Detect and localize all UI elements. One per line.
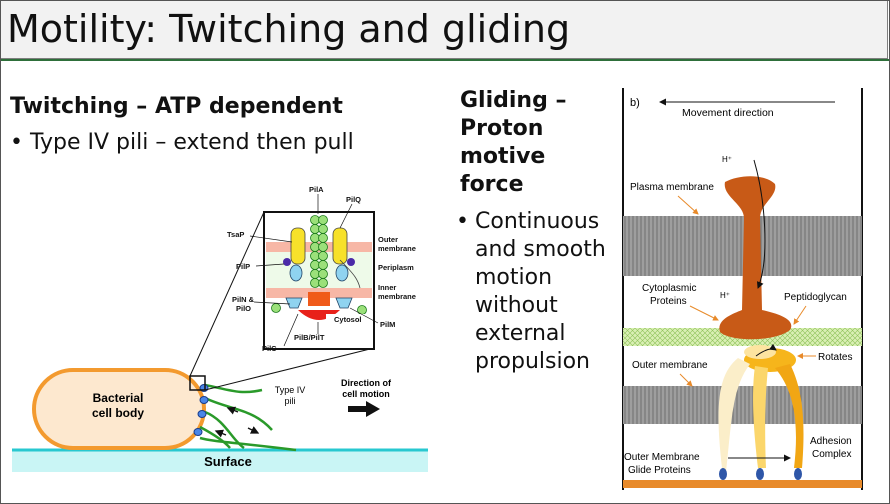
label-outer-membrane: membrane [378,244,416,253]
movement-label: Movement direction [682,107,774,119]
glide-label-1: Outer Membrane [624,452,700,463]
motor-protein [719,176,792,340]
label-inner: Inner [378,283,396,292]
label-pilm: PilM [380,320,395,329]
pili-label-2: pili [284,396,295,406]
twitching-heading: Twitching – ATP dependent [10,94,343,119]
cell-label-1: Bacterial [93,391,144,405]
cell-label-2: cell body [92,406,144,420]
adhesion-label-2: Complex [812,449,851,460]
direction-label-1: Direction of [341,378,392,388]
cyto-label-2: Proteins [650,296,687,307]
rotates-label: Rotates [818,352,852,363]
label-pilo: PilO [236,304,251,313]
surface-label: Surface [204,454,252,469]
adhesion-label-1: Adhesion [810,436,852,447]
label-tsap: TsaP [227,230,244,239]
label-cytosol: Cytosol [334,315,362,324]
label-outer: Outer [378,235,398,244]
label-piln: PilN & [232,295,255,304]
glide-label-2: Glide Proteins [628,465,691,476]
proton-label-top: H⁺ [722,155,732,164]
pili-label-1: Type IV [275,385,306,395]
label-pilbt: PilB/PilT [294,333,325,342]
pilus-bases [193,384,209,436]
pili-arrows [214,406,260,438]
label-pilq: PilQ [346,195,361,204]
plasma-membrane-band [623,216,862,276]
title-bar: Motility: Twitching and gliding [0,0,888,59]
peptidoglycan-label: Peptidoglycan [784,292,847,303]
bullet-marker: • [456,209,469,234]
bacterial-cell [32,368,206,450]
adhesion-foot-2 [756,468,764,480]
gliding-heading: Gliding – Proton motive force [460,88,567,197]
gliding-diagram: b) Movement direction H⁺ H⁺ Plasma membr… [622,88,863,490]
surface-bar [12,450,428,472]
panel-label: b) [630,97,640,109]
pili [199,383,297,452]
direction-label-2: cell motion [342,389,390,399]
cyto-label-1: Cytoplasmic [642,283,696,294]
zoom-region [189,375,206,391]
twitching-bullet: • Type IV pili – extend then pull [10,130,354,155]
substrate-band [623,480,862,488]
title-divider [0,59,890,61]
outer-membrane-band [623,386,862,424]
label-inner-membrane: membrane [378,292,416,301]
plasma-membrane-label: Plasma membrane [630,182,714,193]
adhesion-foot-1 [719,468,727,480]
outer-membrane-label: Outer membrane [632,360,708,371]
label-pila: PilA [309,185,324,194]
slide-title: Motility: Twitching and gliding [7,7,571,51]
label-pilc: PilC [262,344,277,353]
direction-arrow [348,401,380,417]
pilus-machinery-inset [263,211,375,350]
label-periplasm: Periplasm [378,263,414,272]
proton-label-bottom: H⁺ [720,291,730,300]
adhesion-foot-3 [794,468,802,480]
twitching-diagram: Surface Bacterial cell body Type IV pili… [12,185,428,472]
gliding-bullet-text: Continuous and smooth motion without ext… [475,209,606,374]
label-pilp: PilP [236,262,250,271]
